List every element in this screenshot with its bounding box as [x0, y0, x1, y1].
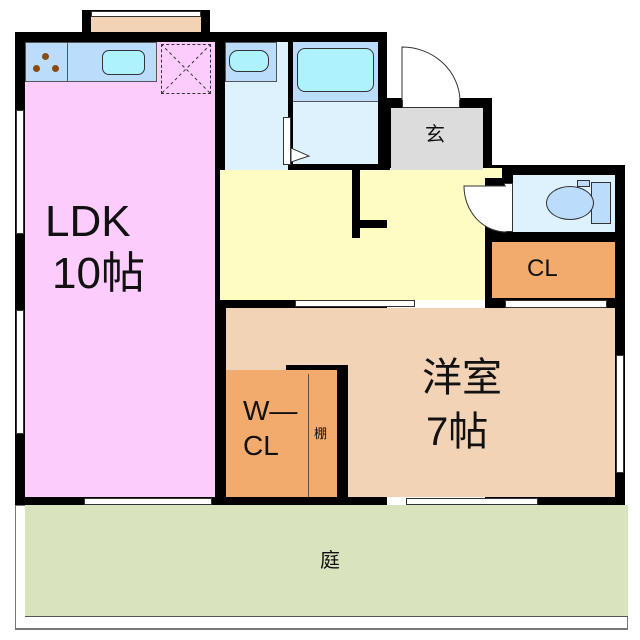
- vanity-sink-icon: [229, 50, 269, 72]
- western-north-door[interactable]: [295, 300, 415, 307]
- ldk-size: 10帖: [52, 249, 145, 298]
- stove-icon: [52, 65, 59, 72]
- ldk-label: LDK: [45, 197, 131, 246]
- toilet-door-swing-icon: [463, 185, 507, 233]
- ldk-south-window: [84, 498, 212, 505]
- toilet-tank: [591, 182, 611, 224]
- entrance-label: 玄: [425, 124, 445, 146]
- bathroom-door[interactable]: [283, 117, 291, 165]
- walkin-label-1: W—: [243, 395, 298, 426]
- top-window: [91, 11, 201, 17]
- shelf-label: 棚: [314, 426, 328, 441]
- walkin-label-2: CL: [243, 430, 279, 461]
- closet-label: CL: [527, 255, 558, 282]
- sink-icon: [102, 50, 145, 75]
- closet-door[interactable]: [505, 300, 607, 308]
- door-swing-icon: [291, 148, 311, 163]
- western-label: 洋室: [422, 356, 502, 400]
- hallway-left: [220, 238, 360, 300]
- toilet-tank-top: [577, 180, 590, 187]
- refrigerator-space: [161, 44, 211, 94]
- room-closet: [492, 242, 615, 298]
- garden-label: 庭: [320, 550, 340, 572]
- stove-icon: [42, 53, 49, 60]
- room-walkin-closet: [226, 370, 337, 497]
- western-size: 7帖: [426, 410, 489, 454]
- front-door-swing-icon: [401, 46, 461, 101]
- walkin-wall-side: [337, 365, 348, 500]
- room-ldk: [25, 42, 215, 497]
- toilet-bowl-icon: [546, 186, 594, 220]
- storage-bottom-wall: [352, 220, 387, 228]
- room-garden: [25, 505, 628, 617]
- stove-icon: [33, 65, 40, 72]
- room-entrance: [391, 108, 483, 170]
- walkin-wall: [286, 365, 348, 374]
- washroom-corner-wall: [352, 170, 360, 238]
- bathtub-icon: [297, 48, 374, 92]
- refrigerator-x-icon: [161, 44, 211, 94]
- western-south-window: [406, 498, 538, 505]
- ldk-west-window: [16, 110, 24, 234]
- ldk-west-window-lower: [16, 310, 24, 434]
- shelf-divider: [308, 374, 309, 497]
- western-east-window: [616, 355, 624, 473]
- stove-divider: [67, 42, 68, 82]
- hallway-top: [390, 168, 502, 178]
